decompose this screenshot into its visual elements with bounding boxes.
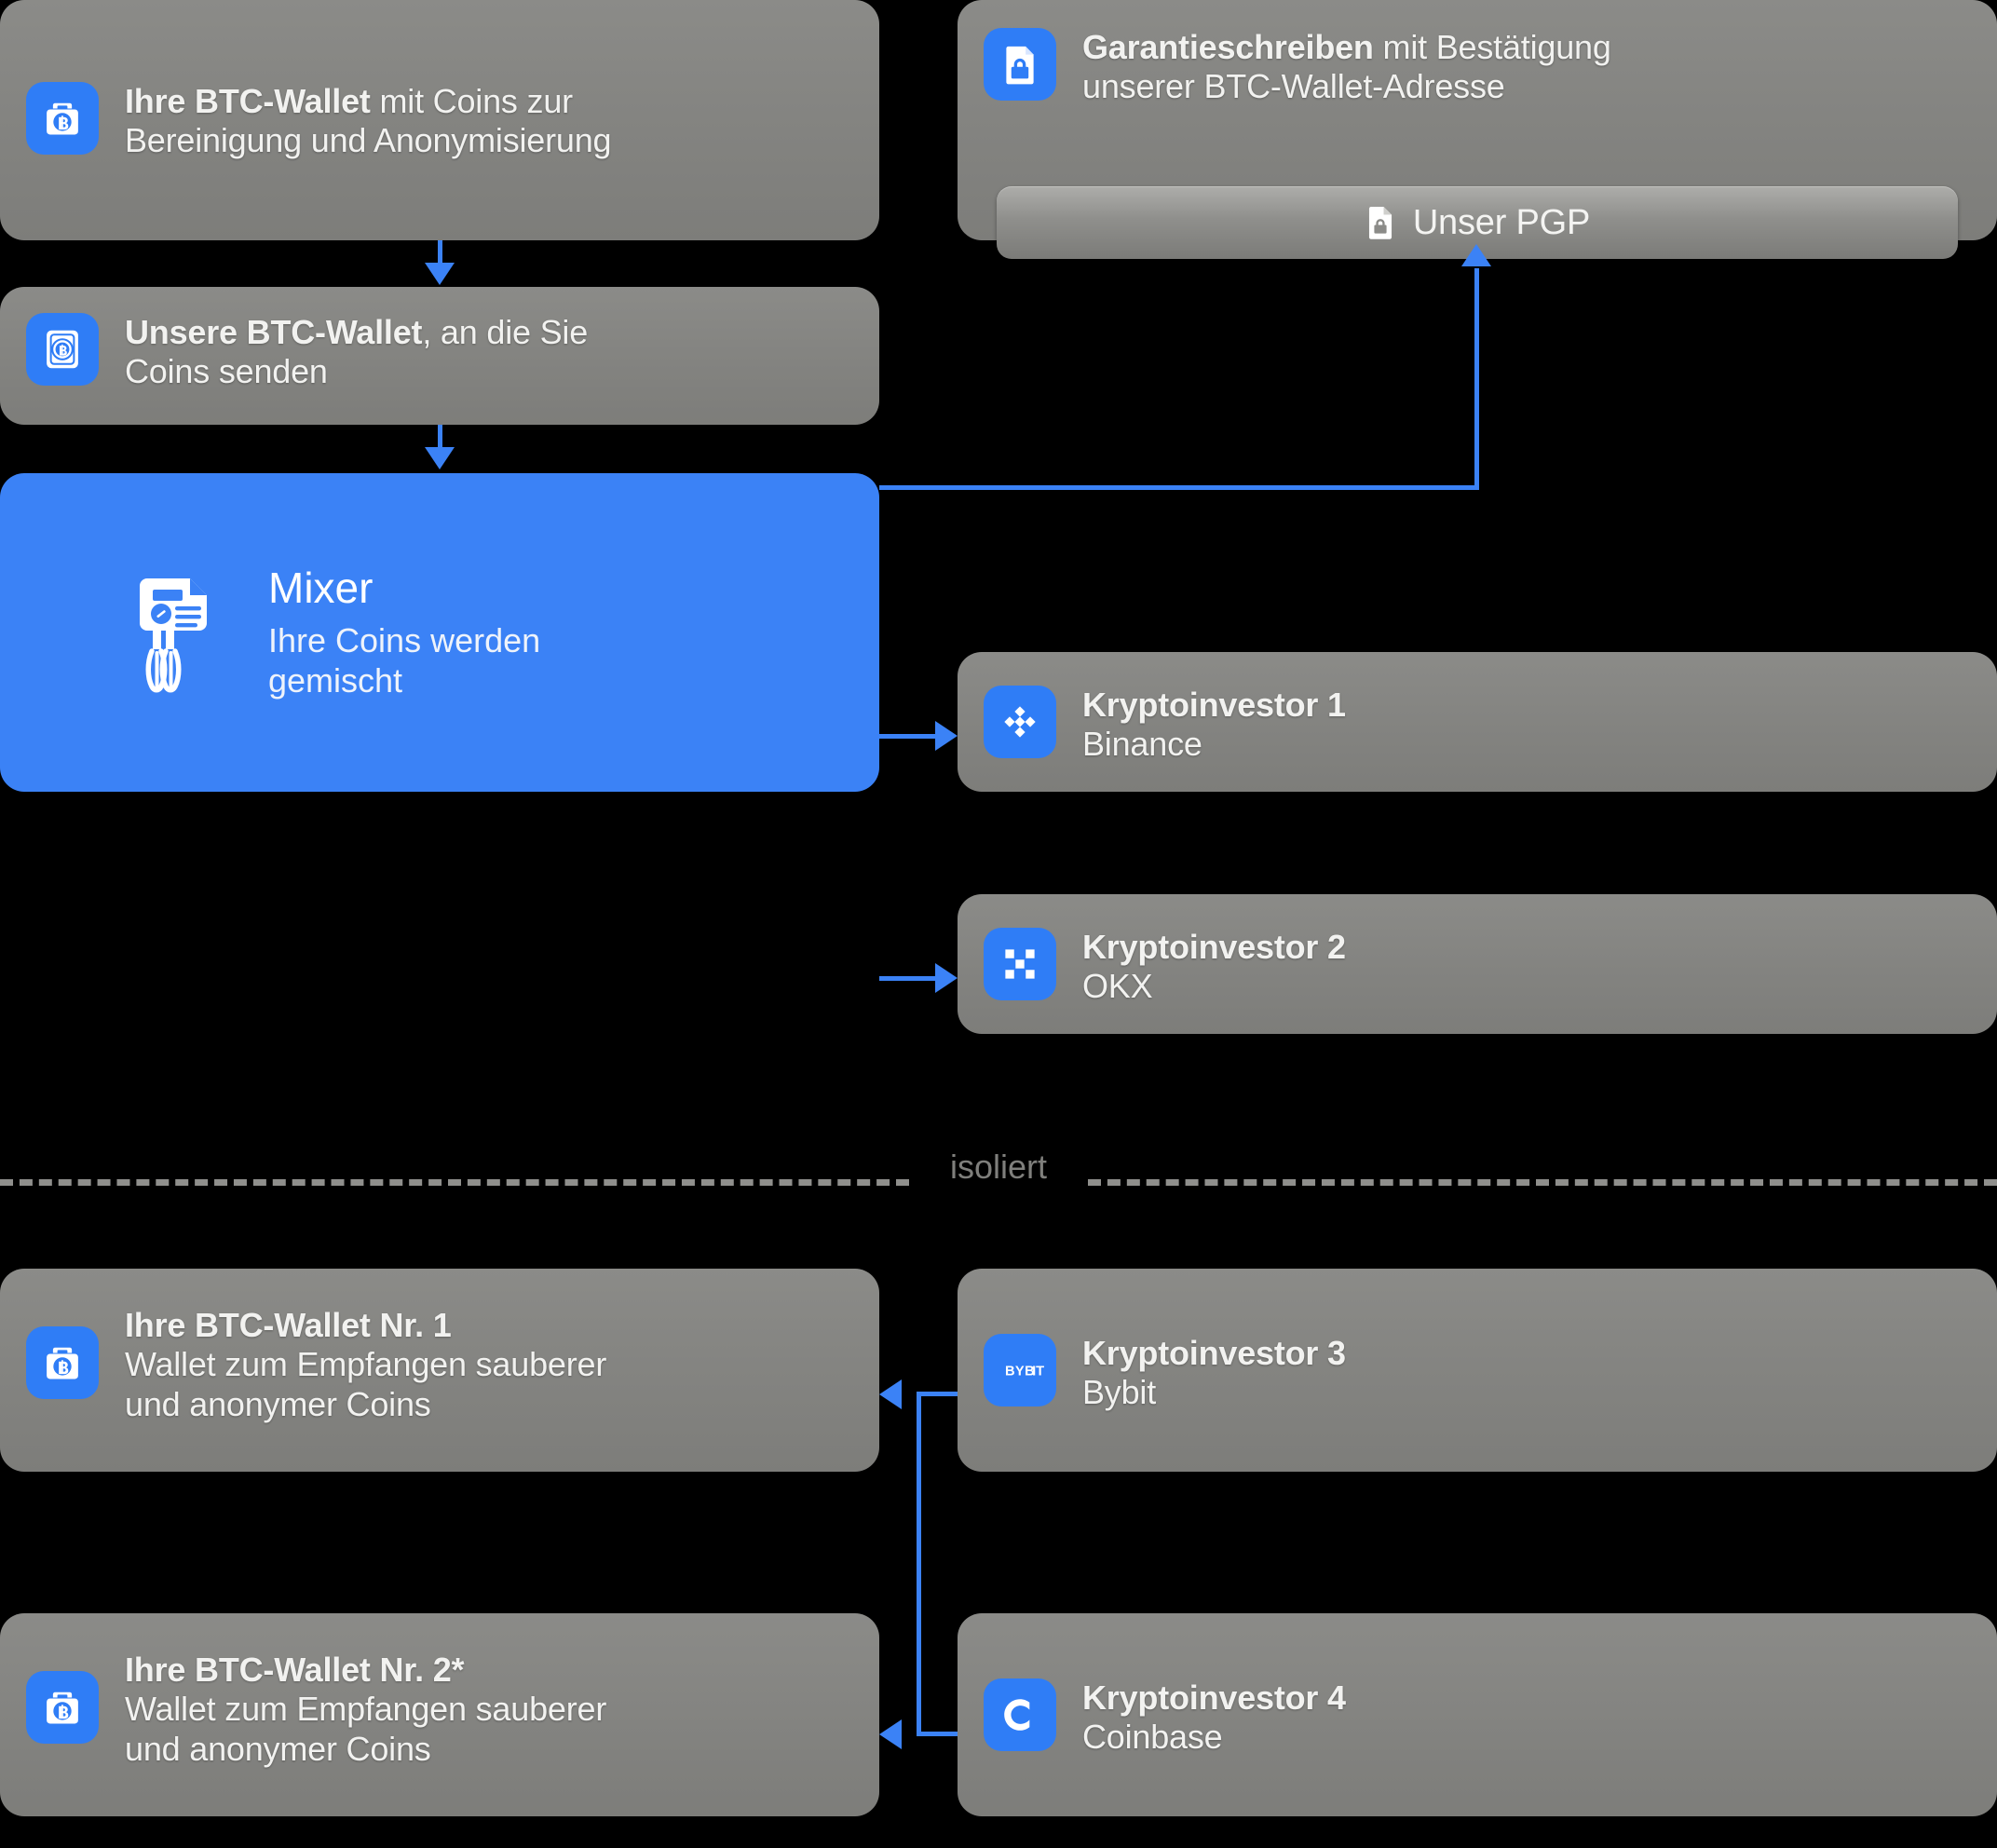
card-title: Ihre BTC-Wallet — [125, 82, 371, 120]
card-investor-3[interactable]: BYB IT Kryptoinvestor 3 Bybit — [958, 1269, 1997, 1472]
card-investor-2[interactable]: Kryptoinvestor 2 OKX — [958, 894, 1997, 1034]
divider-dash-right — [1088, 1178, 1997, 1186]
document-lock-icon — [984, 28, 1056, 101]
card-line3: und anonymer Coins — [125, 1729, 431, 1768]
card-investor-1[interactable]: Kryptoinvestor 1 Binance — [958, 652, 1997, 792]
card-title: Kryptoinvestor 2 — [1082, 928, 1346, 966]
svg-text:BYB: BYB — [1005, 1365, 1035, 1379]
card-title-rest: mit Bestätigung — [1373, 28, 1611, 66]
card-title: Unsere BTC-Wallet — [125, 313, 423, 351]
card-subtitle: Binance — [1082, 725, 1202, 764]
card-title-rest: , an die Sie — [422, 313, 589, 351]
mixer-title: Mixer — [268, 564, 374, 613]
btc-wallet-bag-icon — [26, 1671, 99, 1744]
card-title: Ihre BTC-Wallet Nr. 2* — [125, 1651, 465, 1689]
card-title: Ihre BTC-Wallet Nr. 1 — [125, 1306, 452, 1344]
connector-bottom-trunk — [917, 1392, 921, 1736]
card-investor-4[interactable]: Kryptoinvestor 4 Coinbase — [958, 1613, 1997, 1816]
arrow-right-to-investor-1 — [935, 721, 958, 751]
card-your-wallet-2[interactable]: Ihre BTC-Wallet Nr. 2* Wallet zum Empfan… — [0, 1613, 879, 1816]
card-title: Kryptoinvestor 1 — [1082, 686, 1346, 724]
isolation-divider: isoliert — [0, 1148, 1997, 1202]
connector-source-to-our-wallet — [438, 240, 442, 266]
arrow-right-to-investor-2 — [935, 963, 958, 993]
connector-our-wallet-to-mixer — [438, 425, 442, 449]
divider-label: isoliert — [949, 1148, 1048, 1186]
btc-wallet-bag-icon — [26, 1326, 99, 1399]
card-line2: Coins senden — [125, 352, 328, 391]
connector-mixer-to-investor-2 — [879, 976, 937, 981]
okx-icon — [984, 928, 1056, 1000]
connector-our-wallet-to-guarantee-v — [1474, 268, 1479, 490]
card-title-rest: mit Coins zur — [370, 82, 573, 120]
card-line2: Wallet zum Empfangen sauberer — [125, 1690, 607, 1729]
arrow-down-to-our-wallet — [425, 263, 455, 285]
binance-icon — [984, 686, 1056, 758]
card-your-wallet-1[interactable]: Ihre BTC-Wallet Nr. 1 Wallet zum Empfang… — [0, 1269, 879, 1472]
card-title: Garantieschreiben — [1082, 28, 1374, 66]
coinbase-icon — [984, 1678, 1056, 1751]
connector-mixer-to-investor-1 — [879, 734, 937, 739]
card-title: Kryptoinvestor 3 — [1082, 1334, 1346, 1372]
svg-text:IT: IT — [1032, 1365, 1044, 1379]
card-subtitle: OKX — [1082, 967, 1153, 1006]
document-lock-icon — [1365, 204, 1396, 241]
arrow-down-to-mixer — [425, 447, 455, 469]
card-line3: und anonymer Coins — [125, 1384, 431, 1423]
card-mixer[interactable]: Mixer Ihre Coins werden gemischt — [0, 473, 879, 792]
mixer-subtitle: Ihre Coins werden gemischt — [268, 621, 541, 700]
card-title: Kryptoinvestor 4 — [1082, 1678, 1346, 1717]
btc-safe-icon — [26, 313, 99, 386]
divider-dash-left — [0, 1178, 909, 1186]
arrow-up-to-guarantee — [1461, 244, 1491, 266]
card-our-wallet[interactable]: Unsere BTC-Wallet, an die Sie Coins send… — [0, 287, 879, 425]
connector-our-wallet-to-guarantee-h — [879, 485, 1479, 490]
our-pgp-label: Unser PGP — [1412, 202, 1591, 242]
card-subtitle: Bybit — [1082, 1373, 1157, 1412]
card-your-source-wallet[interactable]: Ihre BTC-Wallet mit Coins zur Bereinigun… — [0, 0, 879, 240]
card-line2: Bereinigung und Anonymisierung — [125, 121, 612, 160]
bybit-icon: BYB IT — [984, 1334, 1056, 1406]
card-line2: unserer BTC-Wallet-Adresse — [1082, 67, 1505, 106]
arrow-left-to-wallet-1 — [879, 1379, 902, 1409]
card-subtitle: Coinbase — [1082, 1718, 1223, 1757]
hand-mixer-icon — [132, 571, 233, 694]
connector-investor-3-to-wallet-1 — [917, 1392, 958, 1396]
card-line2: Wallet zum Empfangen sauberer — [125, 1345, 607, 1384]
arrow-left-to-wallet-2 — [879, 1719, 902, 1749]
btc-wallet-bag-icon — [26, 82, 99, 155]
connector-investor-4-to-wallet-2 — [917, 1732, 958, 1736]
